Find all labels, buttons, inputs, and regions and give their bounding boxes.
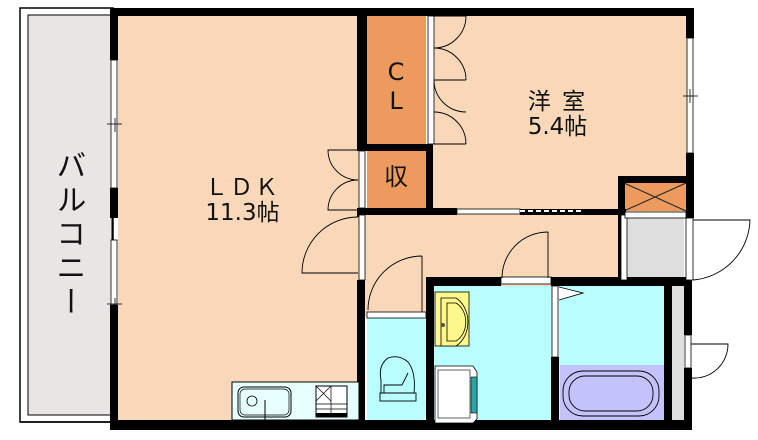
ldk-floor bbox=[118, 14, 361, 420]
kitchen-counter bbox=[231, 381, 360, 421]
toilet-icon bbox=[379, 356, 417, 402]
western-room-label: 洋 室 5.4帖 bbox=[510, 90, 605, 140]
bathtub-icon bbox=[562, 370, 660, 417]
kitchen-sink-icon bbox=[237, 386, 292, 420]
shoe-cabinet bbox=[672, 286, 684, 420]
ldk-size: 11.3帖 bbox=[205, 199, 280, 226]
closet-label: CL bbox=[387, 58, 405, 115]
balcony bbox=[19, 7, 114, 423]
storage-floor bbox=[367, 150, 426, 208]
ldk-label: ＬＤＫ 11.3帖 bbox=[190, 176, 295, 226]
hallway-floor-lower bbox=[361, 212, 429, 317]
balcony-label: バルコニー bbox=[50, 150, 86, 320]
stove-icon bbox=[315, 385, 348, 418]
window-marks bbox=[107, 89, 698, 312]
door-swings bbox=[301, 15, 751, 379]
washing-machine-icon bbox=[434, 365, 478, 424]
washbasin-icon bbox=[434, 291, 470, 347]
entrance-floor bbox=[627, 218, 684, 280]
ldk-name: ＬＤＫ bbox=[205, 175, 280, 201]
storage-label: 収 bbox=[384, 163, 408, 191]
western-room-name: 洋 室 bbox=[527, 89, 588, 115]
meter-box bbox=[623, 182, 687, 212]
closet-floor bbox=[367, 14, 426, 144]
western-room-size: 5.4帖 bbox=[527, 113, 588, 140]
